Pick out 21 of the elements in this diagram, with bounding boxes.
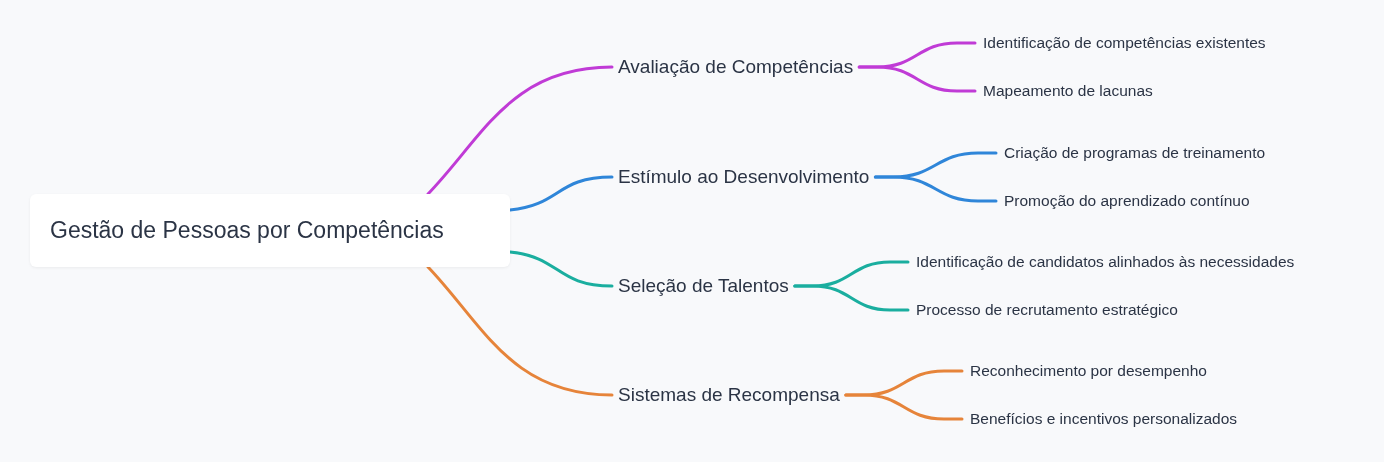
connector-line [857, 65, 977, 93]
subtopic-text: Mapeamento de lacunas [975, 82, 1153, 100]
subtopic-text: Criação de programas de treinamento [996, 144, 1266, 162]
subtopic-text: Processo de recrutamento estratégico [908, 301, 1178, 319]
subtopic-text: Reconhecimento por desempenho [962, 362, 1207, 380]
branch-topic: Estímulo ao Desenvolvimento [612, 166, 876, 188]
subtopic-text: Promoção do aprendizado contínuo [996, 192, 1250, 210]
connector-line [873, 175, 998, 203]
subtopic-text: Identificação de candidatos alinhados às necessidades [908, 253, 1295, 271]
connector-line [426, 265, 614, 397]
connector-line [508, 175, 614, 212]
subtopic-text: Benefícios e incentivos personalizados [962, 410, 1238, 428]
branch-topic: Avaliação de Competências [612, 56, 860, 78]
connector-line [793, 284, 910, 312]
connector-line [844, 393, 964, 421]
branch-topic: Seleção de Talentos [612, 275, 795, 297]
branch-topic: Sistemas de Recompensa [612, 384, 846, 406]
subtopic-text: Identificação de competências existentes [975, 34, 1266, 52]
connector-line [508, 250, 614, 288]
connector-line [426, 65, 614, 196]
central-topic-box: Gestão de Pessoas por Competências [30, 194, 510, 267]
